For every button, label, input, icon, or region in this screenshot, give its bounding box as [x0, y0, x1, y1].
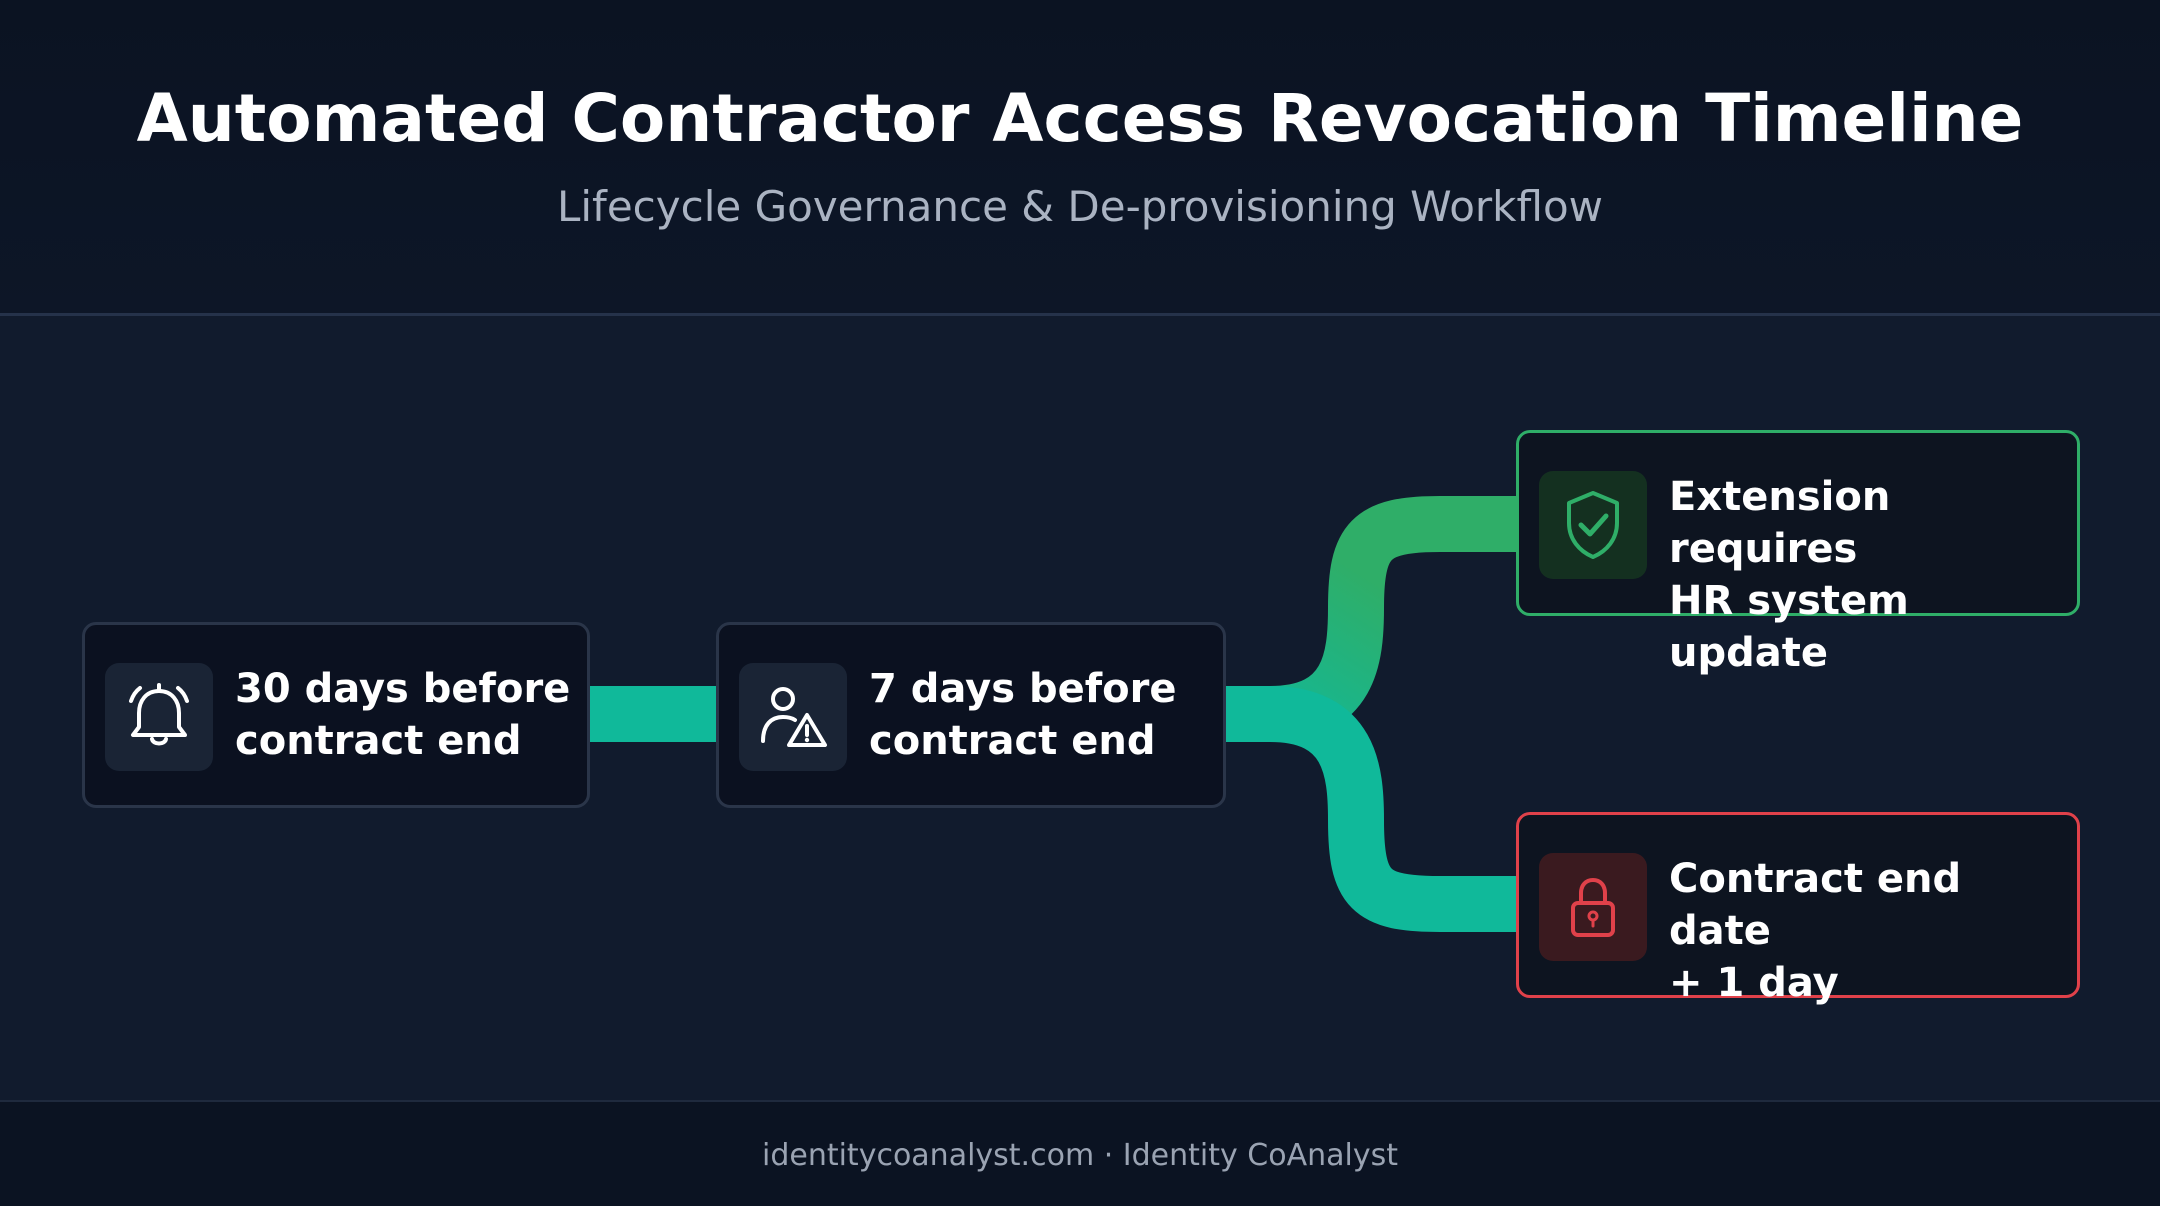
icon-tile — [739, 663, 847, 771]
footer: identitycoanalyst.com · Identity CoAnaly… — [0, 1100, 2160, 1206]
icon-tile — [1539, 471, 1647, 579]
shield-check-icon — [1567, 491, 1619, 559]
page-subtitle: Lifecycle Governance & De-provisioning W… — [556, 182, 1603, 231]
connector-branch-extension — [1224, 496, 1520, 742]
bell-icon — [129, 683, 189, 746]
header: Automated Contractor Access Revocation T… — [0, 0, 2160, 316]
connector-branch-revocation — [1224, 686, 1520, 932]
node-label: 30 days before contract end — [235, 666, 571, 764]
node-label: 7 days before contract end — [869, 666, 1177, 764]
icon-tile — [105, 663, 213, 771]
timeline-node-30-days[interactable]: 30 days before contract end — [82, 622, 590, 808]
footer-credit: identitycoanalyst.com · Identity CoAnaly… — [761, 1138, 1398, 1173]
icon-tile — [1539, 853, 1647, 961]
branch-node-extension[interactable]: Extension requires HR system update — [1516, 430, 2080, 676]
node-label: Extension requires HR system update — [1669, 474, 1909, 676]
timeline-node-7-days[interactable]: 7 days before contract end — [716, 622, 1226, 808]
lock-icon — [1571, 877, 1615, 937]
user-warning-icon — [761, 687, 827, 747]
page-title: Automated Contractor Access Revocation T… — [136, 80, 2024, 157]
branch-node-revocation[interactable]: Contract end date + 1 day — [1516, 812, 2080, 1006]
connector-step1-step2 — [588, 686, 718, 742]
node-label: Contract end date + 1 day — [1669, 856, 1962, 1006]
